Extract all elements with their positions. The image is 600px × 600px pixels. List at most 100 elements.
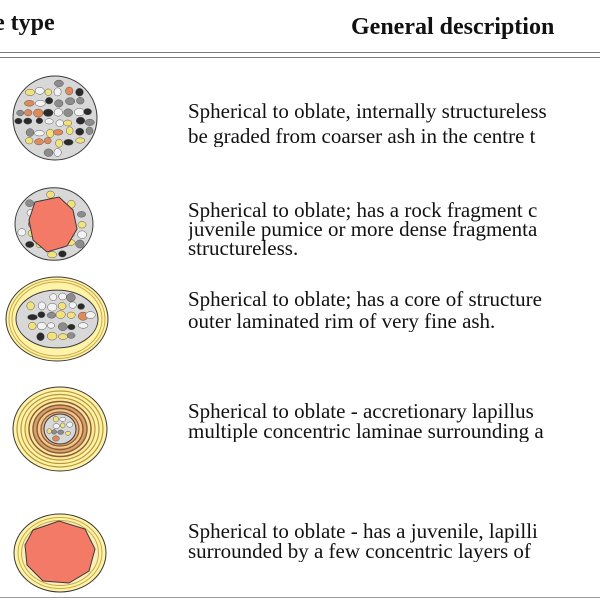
description-line: Spherical to oblate - accretionary lapil… (188, 400, 534, 423)
ash-grain (85, 311, 96, 319)
description-line: Spherical to oblate, internally structur… (188, 100, 547, 123)
ash-grain (53, 148, 62, 157)
ash-grain (57, 302, 67, 310)
ash-grain (47, 251, 58, 259)
ash-grain (53, 129, 64, 136)
ash-grain (34, 87, 45, 95)
ash-grain (23, 117, 33, 125)
ash-grain (53, 87, 62, 97)
ash-grain (67, 323, 76, 331)
ash-grain (77, 221, 87, 229)
ash-grain (75, 88, 84, 97)
ash-grain (63, 108, 73, 117)
description-line: structureless. (188, 236, 299, 259)
ash-grain (25, 199, 34, 207)
ash-grain (35, 117, 44, 124)
ash-grain (63, 119, 73, 127)
rock-fragment-core (28, 196, 78, 253)
ash-grain (47, 322, 55, 329)
description-line: Spherical to oblate; has a core of struc… (188, 288, 542, 311)
ash-grain (49, 293, 58, 301)
description-line: surrounded by a few concentric layers of (188, 539, 531, 562)
ash-grain (57, 429, 65, 435)
ash-grain (17, 228, 27, 237)
ash-grain (36, 322, 47, 330)
ash-grain (63, 139, 74, 146)
ash-grain (46, 190, 55, 199)
description-line: be graded from coarser ash in the centre… (188, 124, 536, 147)
ash-grain (77, 303, 85, 310)
ash-grain (75, 116, 86, 125)
ash-grain (46, 428, 52, 434)
ash-grain (77, 322, 89, 329)
ash-grain (43, 148, 54, 157)
description-row-4: Spherical to oblate - accretionary lapil… (188, 400, 600, 442)
ash-grain (66, 421, 73, 428)
ash-grain (25, 137, 34, 145)
structureless-ash-pellet-graphic (12, 75, 98, 161)
ash-grain (46, 331, 58, 341)
juvenile-lapillus-core-icon (13, 513, 107, 593)
ash-grain (47, 302, 58, 312)
rock-fragment-core-pellet-icon (11, 184, 97, 264)
description-line: juvenile pumice or more dense fragmenta (188, 217, 538, 241)
ash-matrix (12, 75, 98, 161)
ash-grain (58, 292, 67, 301)
ash-grain (75, 127, 85, 136)
accretionary-lapillus-icon (12, 386, 108, 472)
ash-grain (51, 429, 57, 435)
ash-grain (83, 108, 92, 116)
ash-grain (85, 126, 94, 135)
ash-grain (54, 99, 64, 108)
ash-grain (60, 422, 66, 429)
ash-grain (65, 86, 74, 96)
ash-grain (66, 332, 76, 339)
description-row-5: Spherical to oblate - has a juvenile, la… (188, 520, 600, 562)
ash-matrix (43, 413, 77, 445)
ash-grain (55, 119, 64, 127)
general-description-header: General description (351, 14, 555, 40)
description-row-3: Spherical to oblate; has a core of struc… (188, 288, 600, 332)
ash-grain (74, 108, 85, 117)
ash-grain (54, 79, 64, 87)
ash-grain (26, 301, 35, 311)
rimmed-ash-pellet-icon (4, 275, 110, 363)
ash-grain (24, 109, 33, 117)
ash-grain (59, 416, 67, 422)
rimmed-ash-pellet-graphic (5, 276, 109, 362)
ash-grain (52, 423, 60, 429)
ash-grain (35, 100, 46, 107)
juvenile-lapillus-core-graphic (13, 513, 107, 593)
ash-grain (57, 322, 68, 331)
ash-grain (25, 241, 35, 248)
ash-grain (37, 311, 46, 319)
ash-grain (43, 137, 52, 145)
ash-grain (34, 138, 44, 146)
header-rule-top (0, 52, 600, 53)
description-line: Spherical to oblate; has a rock fragment… (188, 199, 538, 222)
ash-grain (65, 97, 76, 106)
ash-grain (66, 126, 74, 135)
ash-grain (24, 100, 35, 107)
juvenile-lapillus-core (24, 520, 96, 584)
ash-grain (45, 97, 54, 105)
ash-grain (27, 314, 38, 321)
ash-grain (37, 301, 46, 311)
ash-grain (55, 139, 63, 148)
ash-grain (52, 435, 60, 442)
ash-grain (44, 118, 54, 125)
ash-grain (16, 109, 25, 117)
ash-grain (25, 88, 35, 96)
ash-grain (34, 130, 45, 137)
ash-grain (52, 416, 59, 423)
ash-grain (65, 431, 71, 436)
rock-fragment-core-pellet-graphic (14, 187, 94, 261)
description-line: Spherical to oblate - has a juvenile, la… (188, 520, 538, 543)
description-line: multiple concentric laminae surrounding … (188, 419, 544, 442)
ash-grain (28, 322, 37, 330)
ash-grain (14, 117, 23, 125)
ash-grain (33, 108, 44, 118)
particle-type-header: e type (0, 10, 55, 36)
ash-grain (25, 128, 35, 137)
ash-grain (75, 239, 85, 249)
